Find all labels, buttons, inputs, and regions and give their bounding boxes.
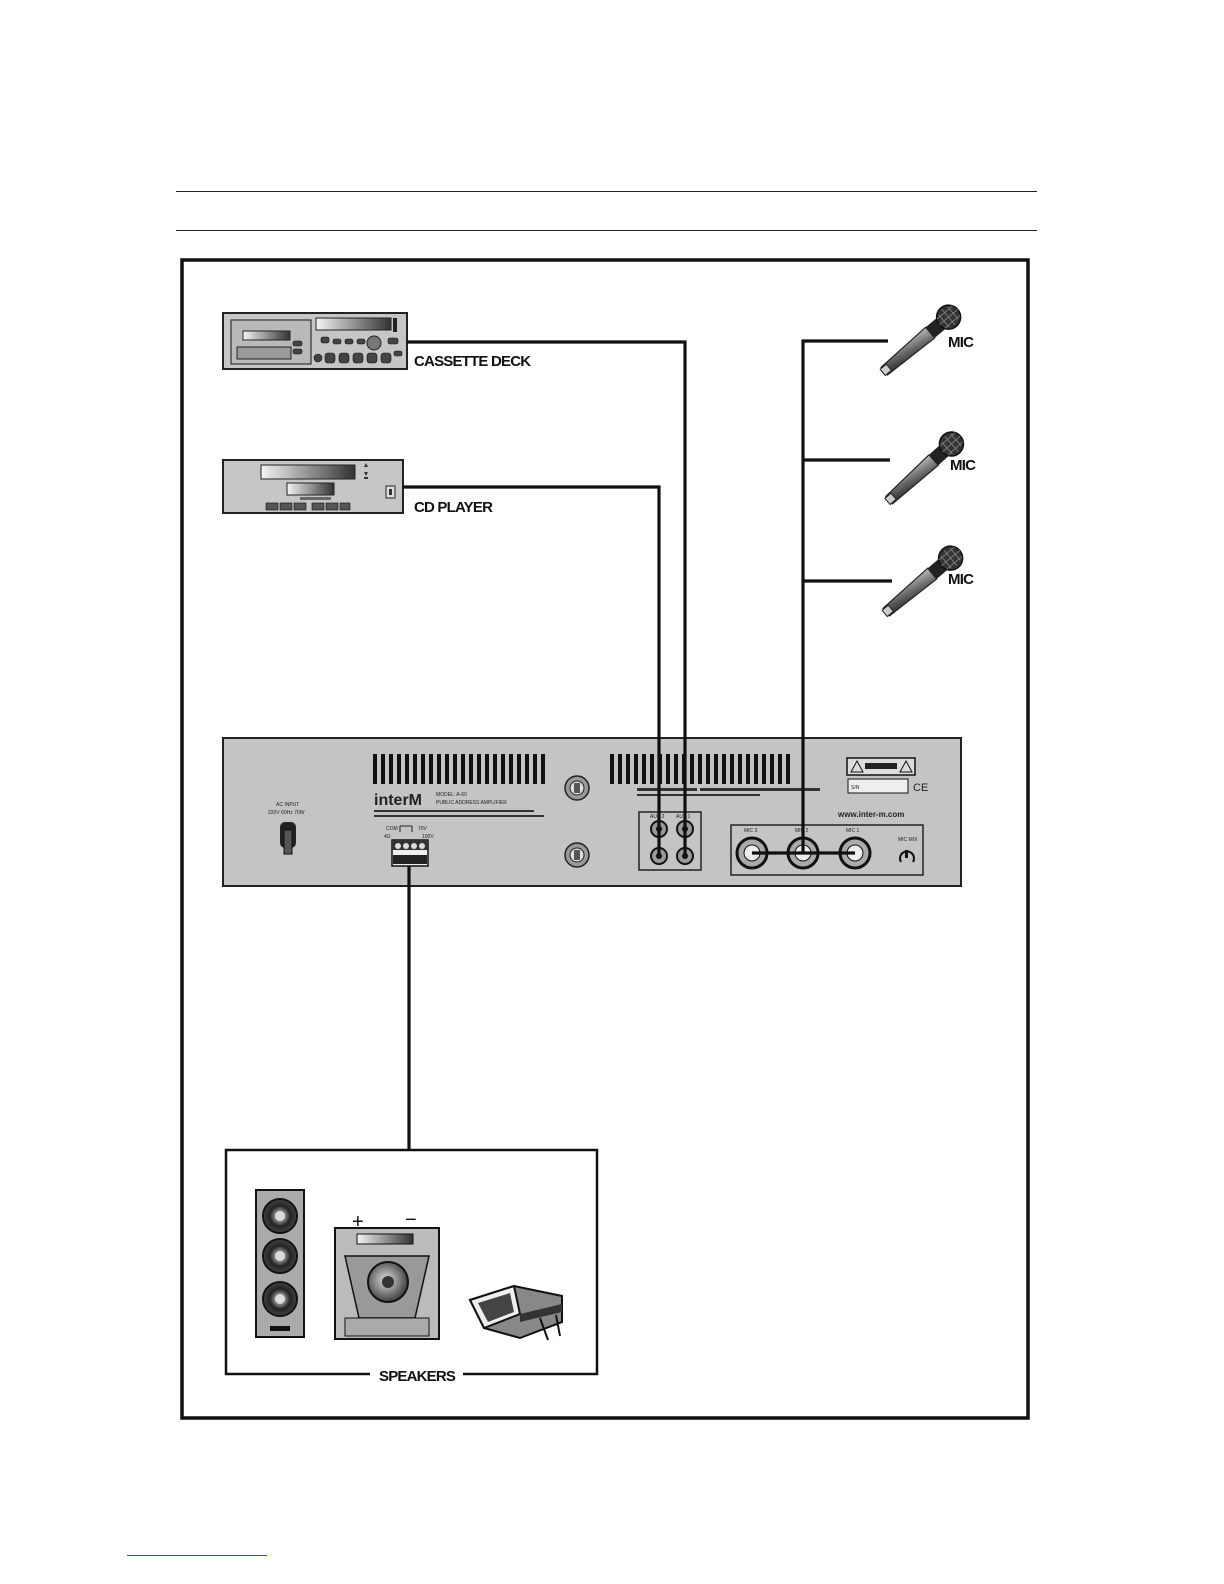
fuse-holder-top <box>565 776 589 800</box>
ac-rating-label: 220V 60Hz 70W <box>268 810 305 816</box>
speakers-group: + − <box>226 1150 597 1374</box>
mic-3-jack-label: MIC 3 <box>744 828 758 834</box>
output-label-4ohm: 4Ω <box>384 834 391 840</box>
projection-speaker-icon <box>470 1286 562 1340</box>
website-label: www.inter-m.com <box>837 810 904 819</box>
output-label-70v: 70V <box>418 826 428 832</box>
amplifier-rear-panel: AC INPUT 220V 60Hz 70W interM MODEL: A-6… <box>223 738 961 886</box>
horn-speaker-icon <box>335 1228 439 1339</box>
output-label-100v: 100V <box>422 834 434 840</box>
mic-3-label: MIC <box>948 571 974 588</box>
aux-2-label: AUX 2 <box>650 814 665 820</box>
output-label-com: COM <box>386 826 398 832</box>
cassette-deck <box>223 313 407 369</box>
mic-1-label: MIC <box>948 334 974 351</box>
speakers-label: SPEAKERS <box>379 1368 456 1385</box>
footnote-rule <box>127 1555 267 1556</box>
column-speaker-icon <box>256 1190 304 1337</box>
warning-label <box>847 758 915 775</box>
cd-player-label: CD PLAYER <box>414 499 493 516</box>
cd-player <box>223 460 403 513</box>
speaker-output-terminal <box>392 840 428 866</box>
model-label: MODEL: A-60 <box>436 792 467 798</box>
mic-mix-label: MIC MIX <box>898 837 918 843</box>
mic-2-label: MIC <box>950 457 976 474</box>
aux-1-label: AUX 1 <box>676 814 691 820</box>
serial-label: S/N <box>851 785 860 791</box>
fuse-holder-bottom <box>565 843 589 867</box>
model-subtitle: PUBLIC ADDRESS AMPLIFIER <box>436 800 507 806</box>
ce-mark: CE <box>913 782 928 794</box>
brand-logo: interM <box>374 792 422 809</box>
ac-input-label: AC INPUT <box>276 802 299 808</box>
cassette-deck-label: CASSETTE DECK <box>414 353 531 370</box>
mic-1-jack-label: MIC 1 <box>846 828 860 834</box>
